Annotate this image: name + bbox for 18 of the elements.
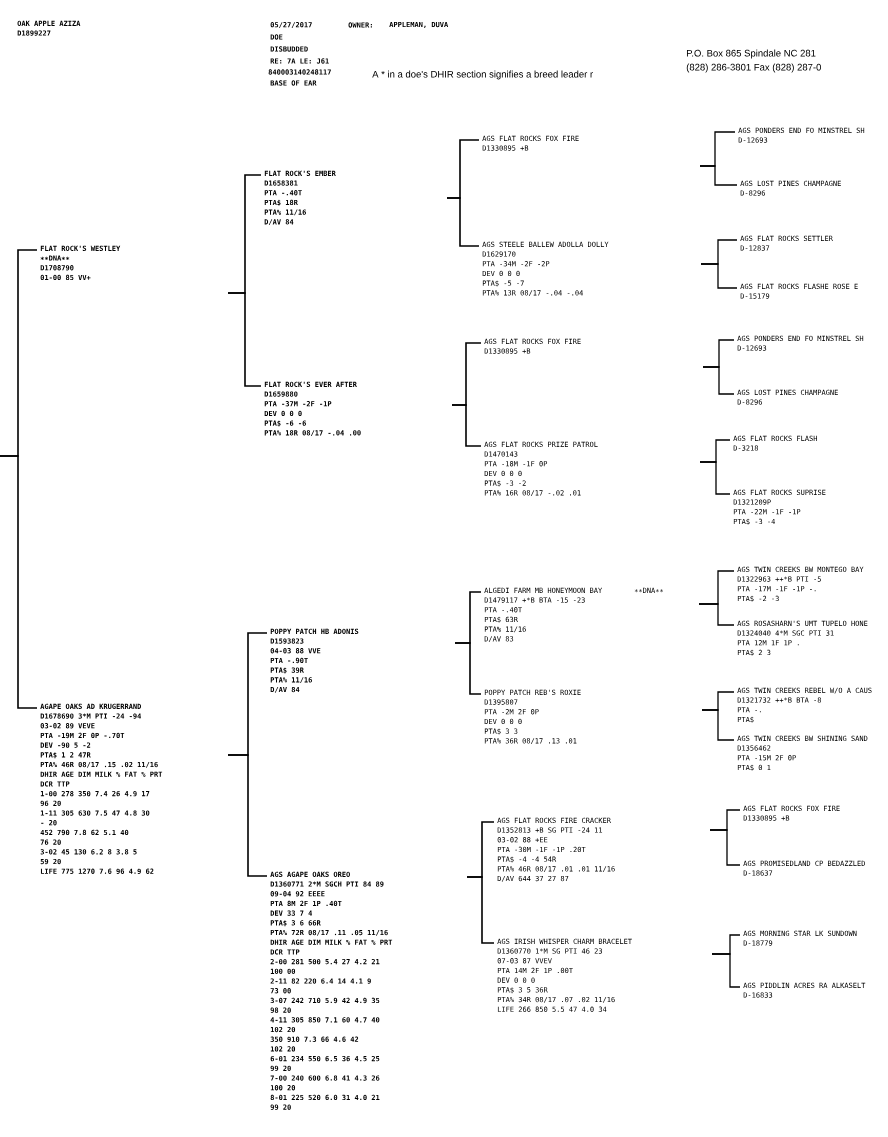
bracket-line <box>227 292 262 387</box>
bracket-line <box>711 953 741 988</box>
bracket-line <box>446 197 480 247</box>
bracket-line <box>454 642 482 695</box>
bracket-line <box>709 829 741 866</box>
bracket-line <box>0 455 38 709</box>
address-text: P.O. Box 865 Spindale NC 281 <box>687 49 816 59</box>
bracket-line <box>466 876 495 944</box>
bracket-line <box>699 461 731 495</box>
address-text: (828) 286-3801 Fax (828) 287-0 <box>686 63 821 73</box>
bracket-line <box>701 709 735 741</box>
bracket-line <box>700 263 738 289</box>
bracket-line <box>451 404 482 447</box>
bracket-line <box>698 603 735 626</box>
note-text: A * in a doe's DHIR section signifies a breed leader r <box>372 70 593 80</box>
bracket-line <box>699 165 738 186</box>
bracket-line <box>227 754 268 877</box>
bracket-line <box>702 366 735 395</box>
